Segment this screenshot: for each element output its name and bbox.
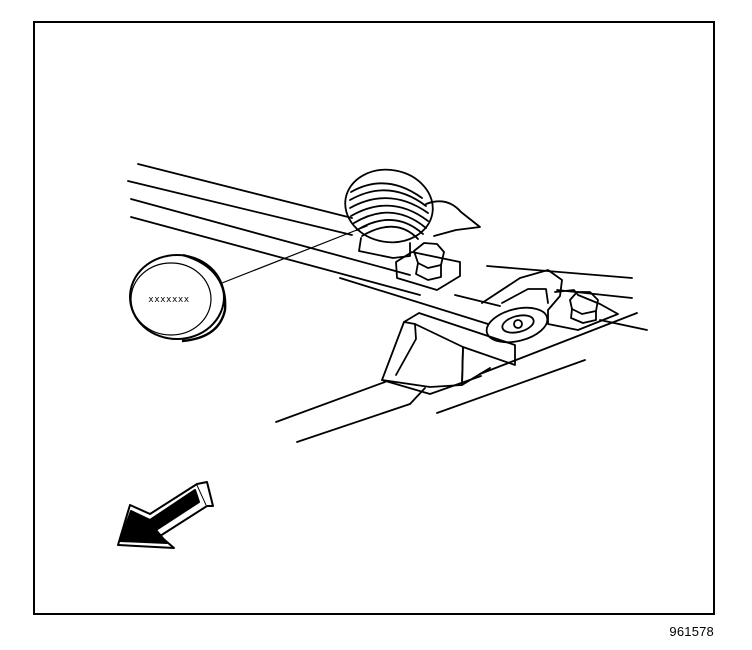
shackle-eye-inner: [501, 314, 535, 334]
rail-bottom-long-2: [454, 294, 501, 307]
rail-right-upper: [486, 265, 633, 279]
shackle-bracket-inner: [501, 288, 549, 304]
shackle-pin: [513, 319, 523, 329]
hex-bolt-center: [395, 242, 461, 291]
figure-number: 961578: [669, 624, 714, 639]
crossmember-base: [381, 375, 482, 395]
rail-edge-top: [137, 163, 353, 219]
shackle-bracket: [481, 269, 619, 331]
floor-line-left-1: [275, 381, 386, 423]
front-direction-arrow-icon: [117, 481, 214, 549]
rail-edge-third: [130, 198, 411, 276]
crossmember-top-face: [403, 312, 516, 366]
floor-line-right-2: [599, 319, 648, 331]
crossmember-front-face: [381, 321, 464, 388]
rail-edge-lower: [130, 216, 421, 296]
label-part-marking: xxxxxxx: [148, 295, 190, 305]
shackle-eye: [485, 306, 549, 344]
floor-line-left-3: [409, 387, 426, 405]
floor-line-mid: [436, 359, 586, 414]
figure-frame: [33, 21, 715, 615]
rail-bottom-long: [339, 277, 489, 325]
floor-line-left-2: [296, 403, 411, 443]
crossmember-right-face: [461, 346, 491, 386]
hex-bolt-right: [569, 291, 599, 324]
frame-rail-assembly: [127, 163, 648, 443]
rail-edge-second: [127, 180, 353, 236]
crossmember-side-edge: [395, 323, 417, 376]
label-detail-callout-icon: xxxxxxx: [129, 253, 227, 343]
callout-leader-line: [221, 225, 368, 284]
coil-bundle: [344, 168, 481, 259]
